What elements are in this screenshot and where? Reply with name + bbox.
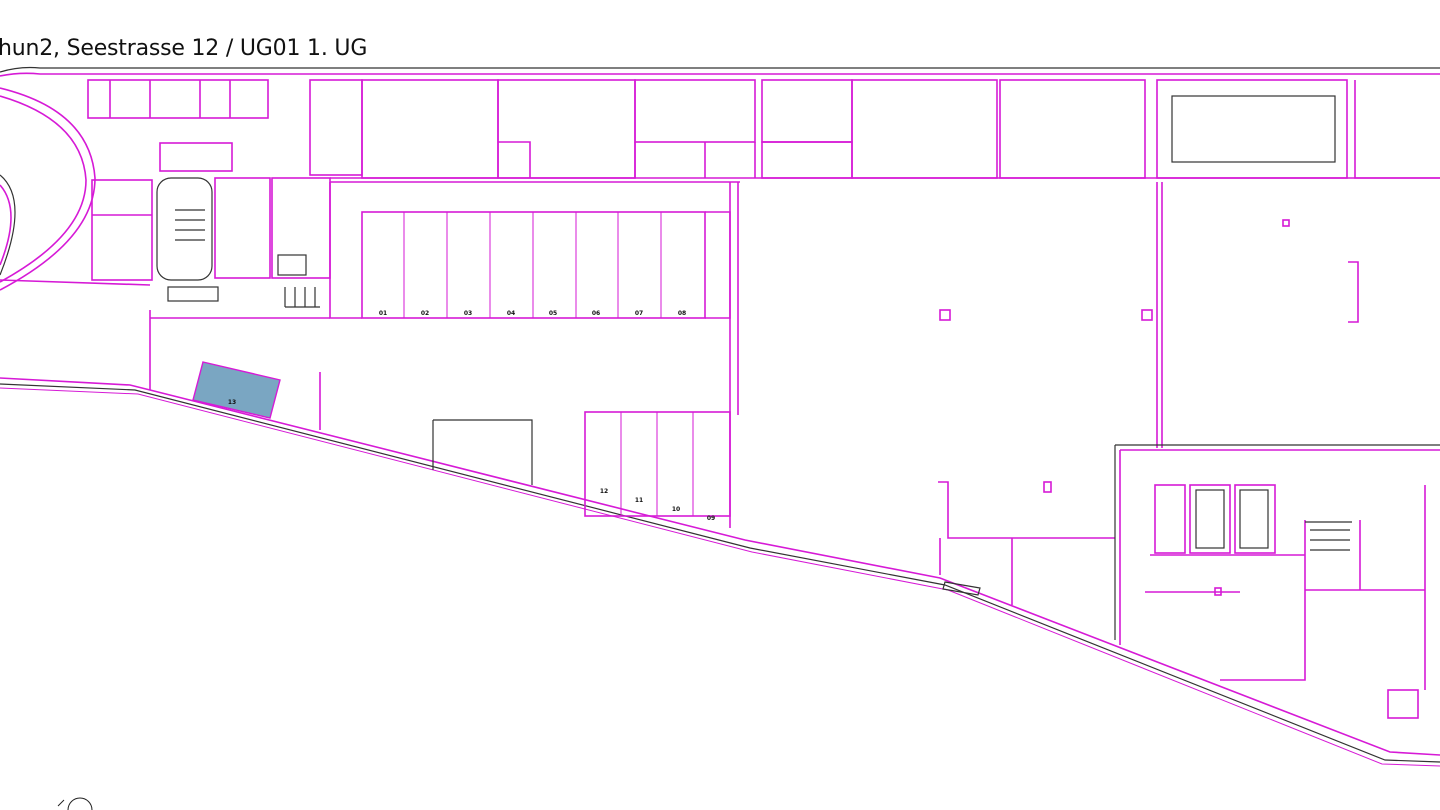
ramp-slot (942, 581, 981, 596)
unit-label-13: 13 (228, 399, 236, 406)
unit-label-06[interactable]: 06 (592, 310, 600, 317)
unit-13[interactable]: 13 (192, 361, 281, 419)
storage-units-top (329, 182, 731, 319)
unit-label-11[interactable]: 11 (635, 497, 643, 504)
unit-label-10[interactable]: 10 (672, 506, 680, 513)
outer-walls (0, 66, 1440, 767)
right-block (1114, 444, 1440, 719)
unit-label-07[interactable]: 07 (635, 310, 643, 317)
top-rooms (87, 79, 1440, 183)
central-hall (149, 182, 1359, 605)
rotunda (0, 87, 151, 291)
stair-core (91, 177, 331, 308)
unit-label-12[interactable]: 12 (600, 488, 608, 495)
unit-label-08[interactable]: 08 (678, 310, 686, 317)
unit-label-01[interactable]: 01 (379, 310, 387, 317)
unit-labels: 01 02 03 04 05 06 07 08 09 10 11 12 (379, 310, 715, 522)
unit-label-04[interactable]: 04 (507, 310, 515, 317)
plan-title: hun2, Seestrasse 12 / UG01 1. UG (0, 36, 368, 61)
unit-label-02[interactable]: 02 (421, 310, 429, 317)
unit-label-09[interactable]: 09 (707, 515, 715, 522)
unit-label-03[interactable]: 03 (464, 310, 472, 317)
unit-label-05[interactable]: 05 (549, 310, 557, 317)
north-arrow-icon (57, 797, 93, 810)
